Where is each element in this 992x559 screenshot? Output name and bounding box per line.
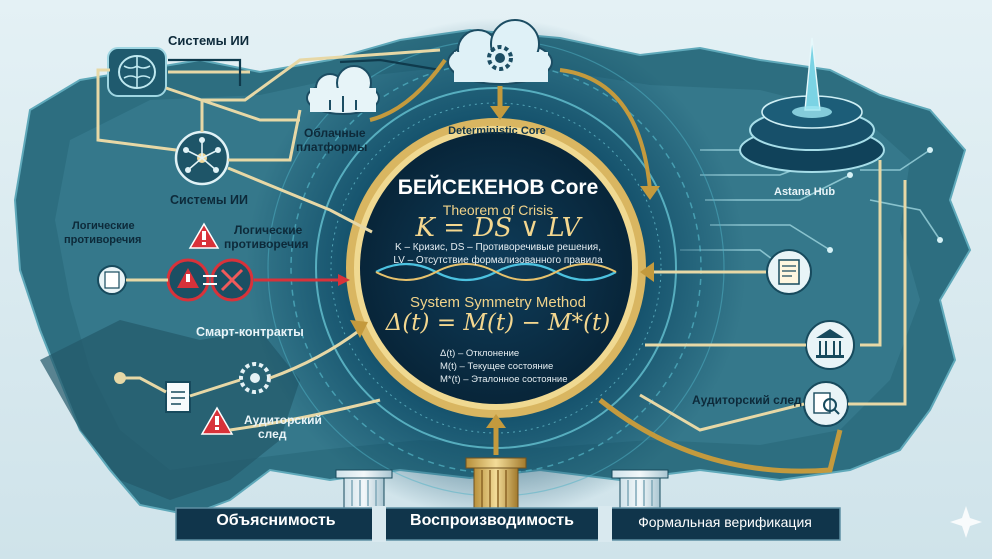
smart-contracts-gear-icon xyxy=(239,362,271,394)
legend-item: M(t) – Текущее состояние xyxy=(440,361,554,372)
arrow-core-to-cloud-platforms xyxy=(369,58,447,122)
label-ai-systems-mid: Системы ИИ xyxy=(170,193,248,207)
cloud-platforms-icon xyxy=(306,65,380,115)
swap-arrows xyxy=(203,275,217,285)
core-wave-2 xyxy=(375,263,617,281)
legend-item: Δ(t) – Отклонение xyxy=(440,348,520,359)
legend-item: M*(t) – Эталонное состояние xyxy=(440,374,568,385)
label-logic-left-1: Логические xyxy=(72,220,135,232)
arrow-head-left-right xyxy=(640,262,654,282)
connector-lines-dark xyxy=(168,58,441,86)
warning-icon-bottom xyxy=(200,406,234,435)
label-cloud-platforms-2: платформы xyxy=(296,140,368,154)
document-icon-left xyxy=(97,265,127,295)
core-title: БЕЙСЕКЕНОВ Core xyxy=(397,176,599,199)
red-arrow-head xyxy=(338,274,350,286)
warning-icon-top xyxy=(188,222,220,249)
arrow-head-down xyxy=(490,106,510,120)
audit-search-icon xyxy=(803,381,849,427)
label-cloud-platforms-1: Облачные xyxy=(304,126,366,140)
arrow-head-bottom-left xyxy=(350,320,368,338)
pillar-label-reproducibility: Воспроизводимость xyxy=(410,512,574,529)
astana-hub-building xyxy=(739,37,885,173)
theorem-title: Theorem of Crisis xyxy=(442,202,554,218)
document-icon-right xyxy=(766,249,812,295)
method-title: System Symmetry Method xyxy=(410,294,586,311)
contradiction-left-node xyxy=(166,258,210,302)
connector-lines-bottom-left xyxy=(120,328,381,432)
connector-lines-left xyxy=(96,48,441,234)
bank-icon xyxy=(805,320,855,370)
bottom-banner xyxy=(175,507,841,541)
network-icon xyxy=(174,130,230,186)
bottom-left-node xyxy=(114,372,126,384)
smart-contract-document-icon xyxy=(165,381,191,413)
pillar-label-formal-verification: Формальная верификация xyxy=(638,514,812,530)
label-logic-right-1: Логические xyxy=(234,223,303,237)
pillar-right xyxy=(611,469,669,509)
gear-icon xyxy=(487,45,513,71)
pillar-left xyxy=(335,469,393,509)
label-logic-left-2: противоречия xyxy=(64,234,142,246)
pillar-label-explainability: Объяснимость xyxy=(216,512,336,529)
arrow-head-right-top xyxy=(640,186,660,200)
label-audit-left-1: Аудиторский xyxy=(244,413,322,427)
core-disc xyxy=(360,132,632,404)
label-audit-left-2: след xyxy=(258,427,287,441)
contradiction-right-node xyxy=(210,258,254,302)
label-ai-systems-top: Системы ИИ xyxy=(168,33,250,48)
label-audit-right: Аудиторский след xyxy=(692,393,802,407)
banner-divider-right xyxy=(598,506,612,542)
theorem-note-1: K – Кризис, DS – Противоречивые решения, xyxy=(395,242,601,253)
label-smart-contracts: Смарт-контракты xyxy=(196,325,304,339)
label-astana-hub: Astana Hub xyxy=(774,186,836,198)
theorem-formula: K = DS ∨ LV xyxy=(415,213,581,243)
label-logic-right-2: противоречия xyxy=(224,237,309,251)
pillar-center xyxy=(465,457,527,513)
arrow-core-to-audit xyxy=(598,398,843,474)
brain-icon xyxy=(107,47,167,97)
label-deterministic-core: Deterministic Core xyxy=(448,125,546,137)
theorem-note-2: LV – Отсутствие формализованного правила xyxy=(393,255,603,266)
connector-lines-right xyxy=(639,160,907,432)
sparkle-icon xyxy=(950,506,982,538)
arrow-head-up xyxy=(486,414,506,428)
method-formula: Δ(t) = M(t) − M*(t) xyxy=(385,310,611,336)
arrow-cloud-to-right xyxy=(559,68,652,191)
banner-divider-left xyxy=(372,506,386,542)
